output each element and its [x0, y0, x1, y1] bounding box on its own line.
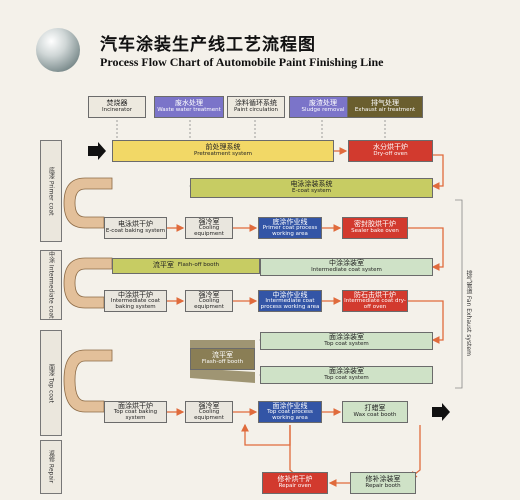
section-repair: 返修 Repair — [40, 440, 62, 494]
section-topcoat: 面漆 Top coat — [40, 330, 62, 436]
exit-arrow — [432, 403, 450, 421]
page-title: 汽车涂装生产线工艺流程图 — [100, 35, 316, 55]
exhaust-duct-label: 排气管道 Fan Exhaust system — [465, 270, 472, 356]
section-primer: 底漆 Primer coat — [40, 140, 62, 242]
page-subtitle: Process Flow Chart of Automobile Paint F… — [100, 55, 384, 69]
entry-arrow — [88, 142, 106, 160]
section-intermediate: 中涂 Intermediate coat — [40, 250, 62, 320]
logo-sphere — [36, 28, 80, 72]
